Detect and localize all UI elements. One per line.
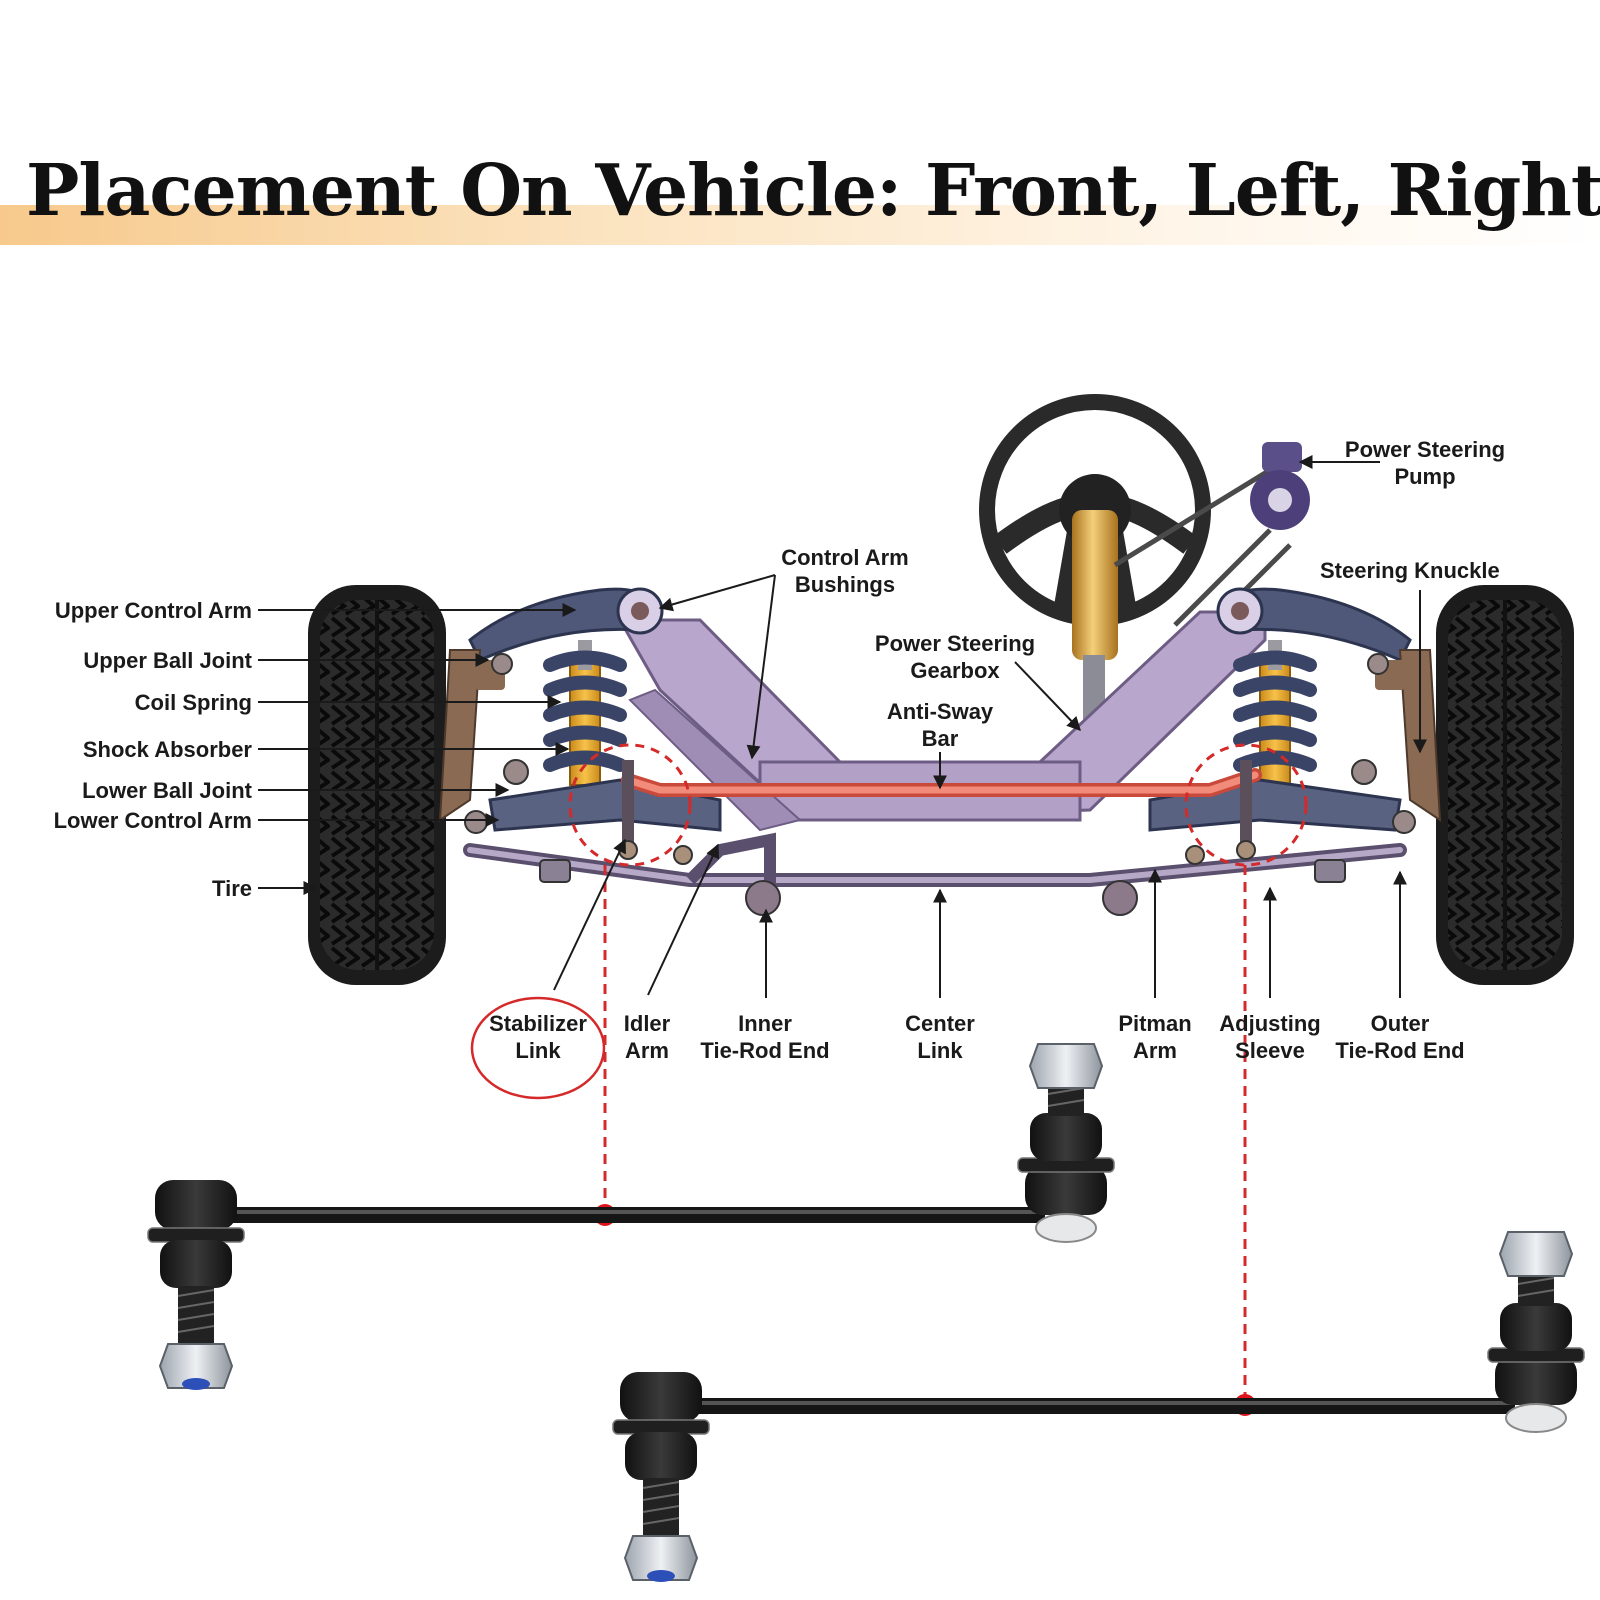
label-adjusting-sleeve: Adjusting Sleeve: [1205, 1010, 1335, 1064]
label-anti-sway-bar: Anti-Sway Bar: [870, 698, 1010, 752]
label-upper-control-arm: Upper Control Arm: [54, 598, 252, 623]
steering-linkage: [463, 832, 1407, 916]
label-lower-ball-joint: Lower Ball Joint: [82, 778, 252, 803]
highlight-markers: [470, 743, 1308, 1405]
label-inner-tie-rod-end-line1: Inner: [738, 1011, 792, 1036]
label-idler-arm-line2: Arm: [624, 1038, 669, 1063]
label-idler-arm-line1: Idler: [623, 1011, 671, 1036]
label-power-steering-gearbox-line1: Power Steering: [874, 631, 1036, 656]
power-steering-pump-icon: [1113, 442, 1310, 637]
label-stabilizer-link-line2: Link: [515, 1038, 561, 1063]
label-power-steering-pump-line1: Power Steering: [1344, 437, 1506, 462]
label-outer-tie-rod-end-line1: Outer: [1370, 1011, 1430, 1036]
right-coil-spring: [1233, 640, 1317, 786]
left-upper-control-arm: [468, 587, 664, 662]
label-power-steering-gearbox-line2: Gearbox: [910, 658, 1000, 683]
label-upper-ball-joint: Upper Ball Joint: [83, 648, 252, 673]
leader-lines: [258, 455, 1427, 998]
left-steering-knuckle: [438, 649, 505, 822]
label-power-steering-gearbox: Power Steering Gearbox: [860, 630, 1050, 684]
page-title: Placement On Vehicle: Front, Left, Right: [26, 148, 1600, 232]
label-power-steering-pump: Power Steering Pump: [1330, 436, 1520, 490]
right-upper-control-arm: [1216, 587, 1412, 662]
diagram-stabilizer-links: [618, 760, 1256, 860]
label-center-link: Center Link: [885, 1010, 995, 1064]
label-outer-tie-rod-end-line2: Tie-Rod End: [1335, 1038, 1465, 1063]
label-stabilizer-link-line1: Stabilizer: [489, 1011, 587, 1036]
label-center-link-line1: Center: [905, 1011, 975, 1036]
label-adjusting-sleeve-line2: Sleeve: [1235, 1038, 1305, 1063]
label-coil-spring: Coil Spring: [134, 690, 252, 715]
label-adjusting-sleeve-line1: Adjusting: [1219, 1011, 1321, 1036]
left-coil-spring: [543, 640, 627, 786]
label-control-arm-bushings: Control Arm Bushings: [755, 544, 935, 598]
label-control-arm-bushings-line2: Bushings: [794, 572, 896, 597]
right-steering-knuckle: [1375, 649, 1442, 822]
label-inner-tie-rod-end: Inner Tie-Rod End: [690, 1010, 840, 1064]
label-anti-sway-bar-line1: Anti-Sway: [886, 699, 994, 724]
label-power-steering-pump-line2: Pump: [1394, 464, 1456, 489]
anti-sway-bar: [621, 768, 1262, 797]
label-control-arm-bushings-line1: Control Arm: [781, 545, 909, 570]
label-idler-arm: Idler Arm: [612, 1010, 682, 1064]
label-shock-absorber: Shock Absorber: [82, 737, 252, 762]
label-anti-sway-bar-line2: Bar: [921, 726, 959, 751]
label-outer-tie-rod-end: Outer Tie-Rod End: [1325, 1010, 1475, 1064]
stabilizer-link-product-1: [147, 1043, 1115, 1390]
label-steering-knuckle: Steering Knuckle: [1320, 558, 1500, 583]
label-center-link-line2: Link: [917, 1038, 963, 1063]
label-inner-tie-rod-end-line2: Tie-Rod End: [700, 1038, 830, 1063]
stabilizer-link-product-2: [612, 1231, 1585, 1582]
label-tire: Tire: [212, 876, 252, 901]
label-pitman-arm-line1: Pitman: [1118, 1011, 1192, 1036]
label-pitman-arm: Pitman Arm: [1100, 1010, 1210, 1064]
label-lower-control-arm: Lower Control Arm: [53, 808, 252, 833]
label-stabilizer-link: Stabilizer Link: [478, 1010, 598, 1064]
title-highlight-band: [0, 205, 1600, 245]
left-tire-icon: [308, 585, 446, 985]
label-pitman-arm-line2: Arm: [1132, 1038, 1177, 1063]
right-tire-icon: [1436, 585, 1574, 985]
